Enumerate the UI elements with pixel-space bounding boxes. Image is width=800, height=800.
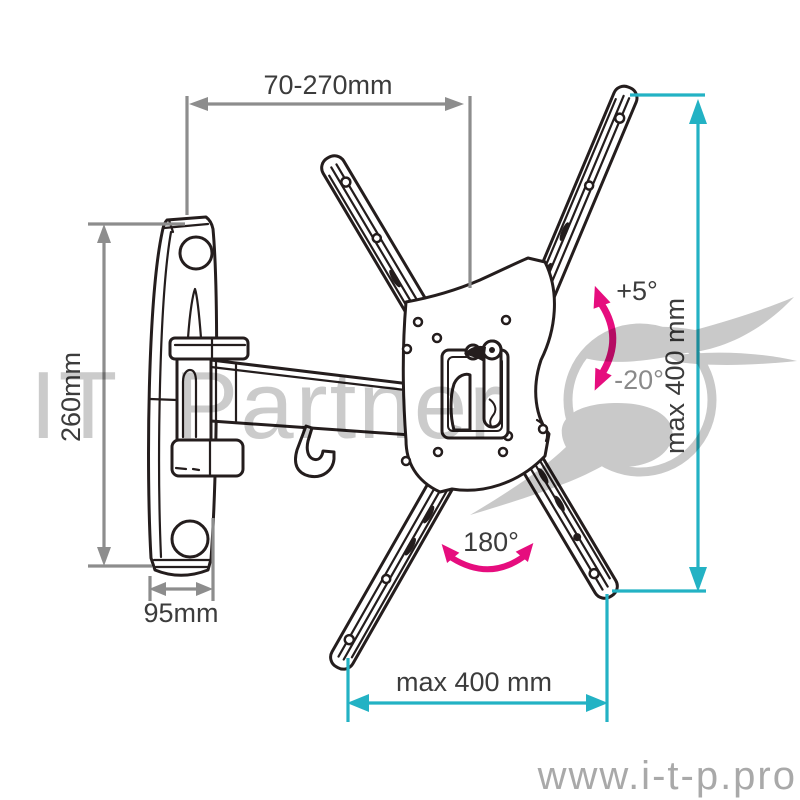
arrowhead-left	[149, 582, 166, 596]
arrowhead-up	[97, 224, 111, 243]
tilt-up-label: +5°	[616, 276, 658, 306]
swivel-arc	[449, 554, 526, 573]
cable-hook	[294, 424, 336, 479]
plate-width-label: 95mm	[143, 598, 218, 628]
tilt-mechanism	[440, 339, 510, 440]
plate-height-label: 260mm	[56, 352, 86, 442]
mounting-hole-bottom	[170, 519, 210, 559]
arm-lower-clamp	[170, 438, 245, 478]
arrowhead-right	[445, 97, 464, 111]
arrowhead-down	[689, 567, 707, 592]
arrowhead-right	[196, 582, 213, 596]
mechanism-window	[449, 372, 472, 432]
arrowhead-left	[347, 694, 369, 712]
annotation-swivel: 180°	[441, 527, 534, 573]
plate-rib	[186, 287, 203, 340]
tilt-arrowhead-up	[593, 285, 611, 309]
dimension-arm-reach: 70-270mm	[185, 70, 472, 288]
arrowhead-up	[689, 99, 707, 124]
swivel-flag-left	[441, 544, 460, 563]
arrowhead-left	[189, 97, 208, 111]
watermark: IT Partner www.i-t-p.pro	[30, 297, 797, 798]
dimension-plate-height: 260mm	[56, 222, 185, 568]
website-url-text: www.i-t-p.pro	[537, 754, 797, 798]
arrowhead-down	[97, 547, 111, 566]
watermark-logo	[470, 297, 797, 515]
watermark-brand-text: IT Partner	[30, 352, 503, 459]
dimension-vesa-width: max 400 mm	[346, 594, 609, 722]
vesa-rail-lower-left	[329, 469, 456, 671]
dimension-plate-width: 95mm	[143, 518, 219, 628]
logo-swoosh-upper	[578, 297, 794, 362]
tilt-arrowhead-down	[594, 367, 612, 391]
mounting-hole-top	[178, 235, 214, 271]
swivel-flag-right	[515, 543, 534, 562]
tilt-down-label: -20°	[614, 365, 664, 395]
arm-reach-label: 70-270mm	[263, 70, 392, 100]
logo-swoosh-tail	[668, 352, 797, 365]
mount-drawing	[147, 84, 639, 671]
arrowhead-right	[586, 694, 608, 712]
swivel-label: 180°	[463, 527, 519, 557]
logo-swoosh-lower	[470, 402, 673, 515]
vesa-width-label: max 400 mm	[396, 667, 552, 697]
